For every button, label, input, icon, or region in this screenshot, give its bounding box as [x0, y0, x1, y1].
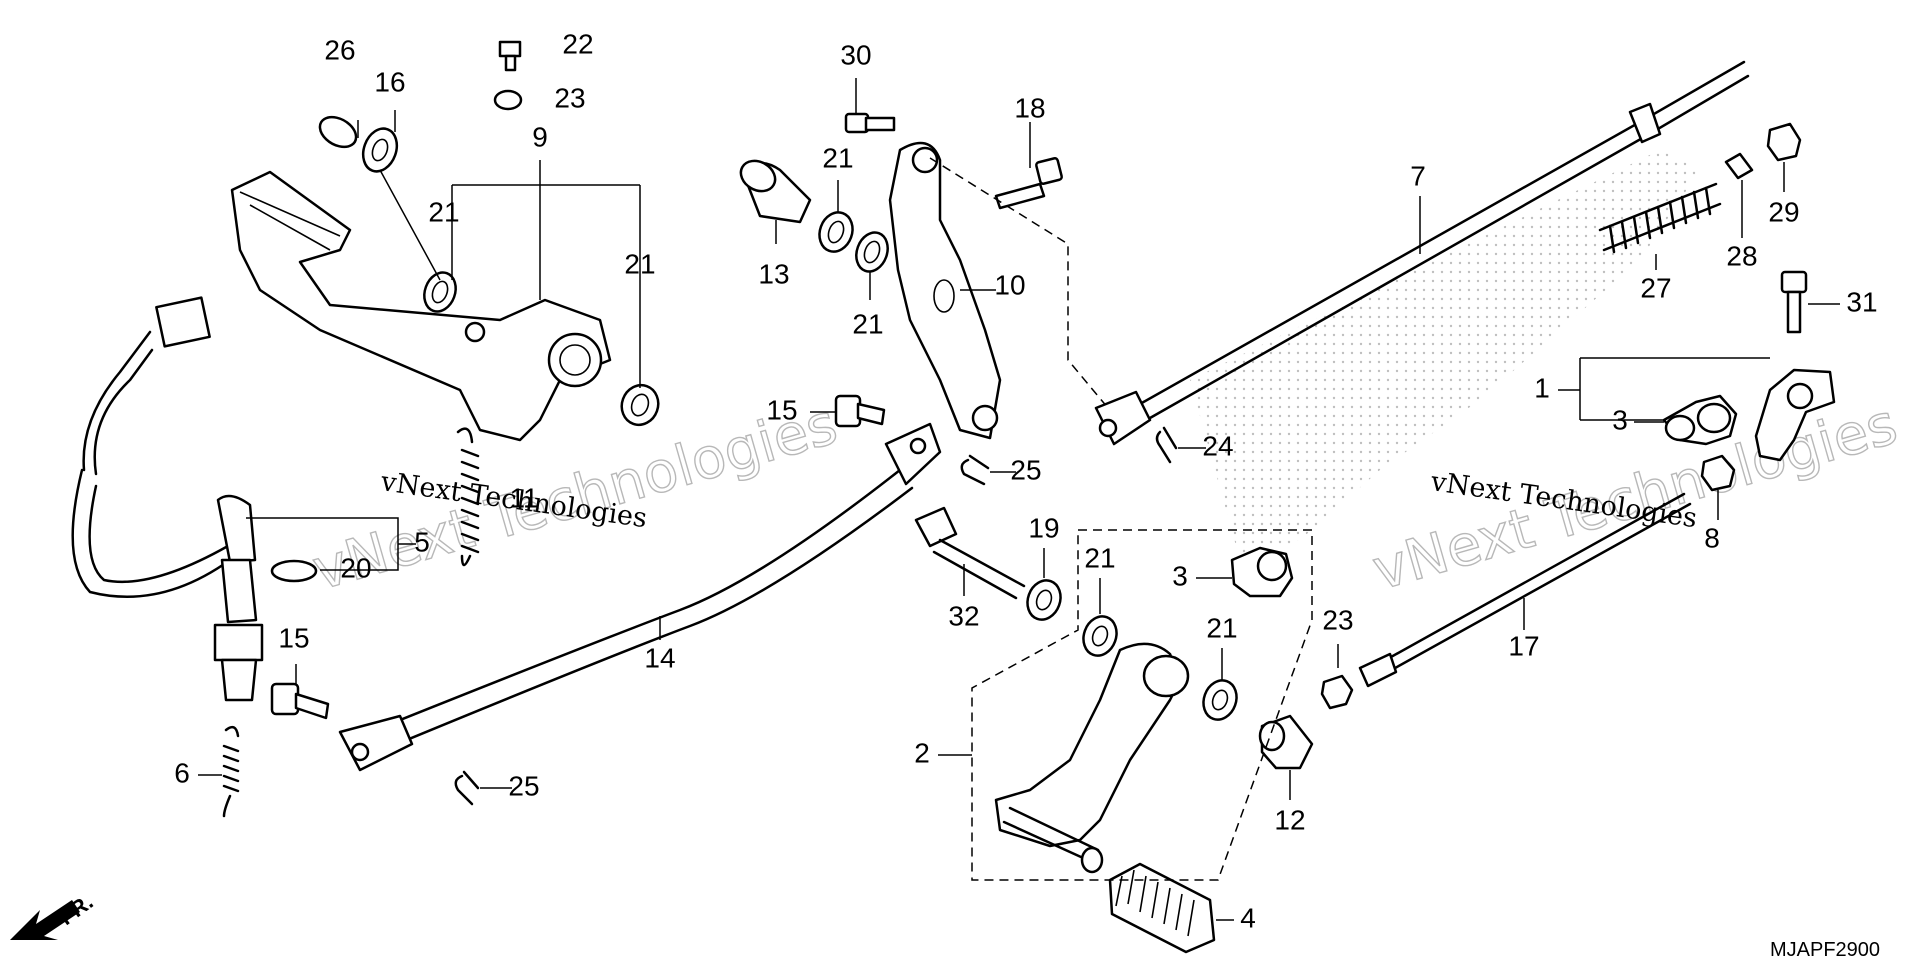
pivot-13	[739, 159, 812, 224]
callout-4-c4: 4	[1240, 902, 1256, 933]
spring-11	[456, 427, 480, 567]
bolt-30	[844, 112, 896, 134]
cotter-pin-24	[1155, 426, 1178, 464]
bushing-21-brake-b	[620, 383, 660, 427]
washer-19	[1026, 579, 1062, 621]
brake-rod-14	[338, 422, 942, 772]
bolt-22	[498, 40, 522, 72]
nut-29	[1766, 122, 1802, 162]
footpeg-rubber-4	[1108, 862, 1216, 954]
callout-19-c19: 19	[1028, 512, 1059, 543]
gearshift-link-10	[888, 141, 1002, 440]
callout-9-c9: 9	[532, 121, 548, 152]
bolt-18	[994, 157, 1063, 210]
callout-20-c20: 20	[340, 552, 371, 583]
callout-30-c30: 30	[840, 39, 871, 70]
callout-15-c15b: 15	[278, 622, 309, 653]
callout-6-c6: 6	[174, 757, 190, 788]
callout-21-c21a: 21	[428, 196, 459, 227]
shift-rod-7	[1094, 60, 1750, 446]
callout-32-c32: 32	[948, 600, 979, 631]
rod-end-3-upper	[1662, 394, 1738, 446]
lever-1	[1754, 368, 1836, 462]
shift-lever-2	[994, 642, 1190, 874]
callout-23-c23b: 23	[1322, 604, 1353, 635]
cotter-pin-25-lower	[454, 770, 480, 806]
callout-29-c29: 29	[1768, 196, 1799, 227]
brake-pedal-arm	[230, 170, 612, 442]
front-direction-marker: FR.	[10, 889, 98, 940]
callout-3-c3b: 3	[1172, 560, 1188, 591]
callout-21-c21d: 21	[852, 308, 883, 339]
pivot-12	[1258, 714, 1314, 770]
brake-light-switch-5	[213, 558, 264, 702]
bushing-21-lever-a	[1082, 615, 1118, 657]
callout-25-c25a: 25	[1010, 454, 1041, 485]
callout-26-c26: 26	[324, 34, 355, 65]
bushing-21-brake-a	[423, 271, 457, 313]
cotter-pin-25-upper	[960, 454, 990, 486]
spring-6	[222, 725, 240, 818]
callout-5-c5: 5	[414, 526, 430, 557]
callout-25-c25b: 25	[508, 770, 539, 801]
brand-wing-logo	[1190, 150, 1700, 560]
callout-1-c1: 1	[1534, 372, 1550, 403]
bolt-15-middle	[834, 394, 886, 428]
nut-23-lower	[1320, 674, 1354, 710]
clip-20	[270, 559, 318, 583]
washer-26	[318, 115, 358, 149]
callout-14-c14: 14	[644, 642, 675, 673]
callout-24-c24: 24	[1202, 430, 1233, 461]
bolt-32	[914, 506, 1026, 600]
callout-8-c8: 8	[1704, 522, 1720, 553]
callout-23-c23a: 23	[554, 82, 585, 113]
callout-21-c21e: 21	[1084, 542, 1115, 573]
bushing-21-lever-b	[1202, 679, 1238, 721]
callout-18-c18: 18	[1014, 92, 1045, 123]
nut-23-top	[493, 89, 523, 111]
callout-10-c10: 10	[994, 269, 1025, 300]
diagram-code: MJAPF2900	[1770, 939, 1880, 960]
bushing-28	[1724, 152, 1754, 180]
bolt-15-lower	[270, 682, 330, 720]
switch-harness	[71, 296, 257, 598]
callout-7-c7: 7	[1410, 160, 1426, 191]
callout-27-c27: 27	[1640, 272, 1671, 303]
callout-2-c2: 2	[914, 737, 930, 768]
bolt-31	[1780, 270, 1808, 334]
callout-22-c22: 22	[562, 28, 593, 59]
callout-21-c21f: 21	[1206, 612, 1237, 643]
callout-3-c3a: 3	[1612, 404, 1628, 435]
bushing-21-link-a	[818, 211, 854, 253]
tie-rod-17	[1358, 492, 1692, 688]
callout-12-c12: 12	[1274, 804, 1305, 835]
callout-21-c21c: 21	[822, 142, 853, 173]
callout-31-c31: 31	[1846, 286, 1877, 317]
callout-28-c28: 28	[1726, 240, 1757, 271]
bushing-21-link-b	[855, 231, 889, 273]
callout-15-c15a: 15	[766, 394, 797, 425]
washer-16	[361, 127, 399, 173]
callout-16-c16: 16	[374, 66, 405, 97]
nut-8	[1700, 454, 1736, 492]
callout-13-c13: 13	[758, 258, 789, 289]
callout-17-c17: 17	[1508, 630, 1539, 661]
callout-21-c21b: 21	[624, 248, 655, 279]
callout-11-c11: 11	[509, 482, 538, 513]
rod-end-3-lower	[1230, 546, 1294, 598]
spring-27	[1598, 182, 1722, 254]
